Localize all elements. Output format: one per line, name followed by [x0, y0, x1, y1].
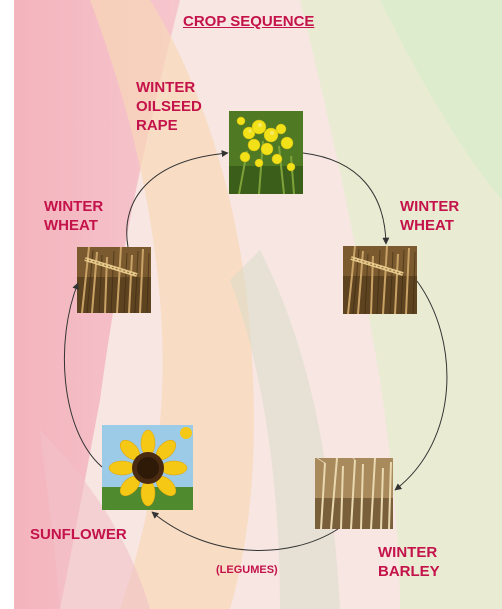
- winter-wheat-left-label: WINTER WHEAT: [44, 197, 103, 235]
- legumes-note: (LEGUMES): [216, 563, 278, 577]
- label-line: WINTER: [378, 543, 440, 562]
- winter-wheat-right-photo: [343, 246, 417, 314]
- winter-barley-label: WINTER BARLEY: [378, 543, 440, 581]
- label-line: WINTER: [136, 78, 202, 97]
- label-line: WHEAT: [400, 216, 459, 235]
- sunflower-label: SUNFLOWER: [30, 525, 127, 544]
- winter-wheat-right-label: WINTER WHEAT: [400, 197, 459, 235]
- label-line: SUNFLOWER: [30, 525, 127, 544]
- winter-barley-photo: [315, 458, 393, 529]
- oilseed-rape-image: [229, 111, 303, 194]
- wheat-image: [77, 247, 151, 313]
- barley-image: [315, 458, 393, 529]
- sunflower-image: [102, 425, 193, 510]
- label-line: WHEAT: [44, 216, 103, 235]
- label-line: WINTER: [400, 197, 459, 216]
- oilseed-rape-label: WINTER OILSEED RAPE: [136, 78, 202, 135]
- label-line: RAPE: [136, 116, 202, 135]
- label-line: WINTER: [44, 197, 103, 216]
- diagram-title: CROP SEQUENCE: [183, 13, 314, 30]
- oilseed-rape-photo: [229, 111, 303, 194]
- winter-wheat-left-photo: [77, 247, 151, 313]
- sunflower-photo: [102, 425, 193, 510]
- wheat-image: [343, 246, 417, 314]
- label-line: OILSEED: [136, 97, 202, 116]
- label-line: BARLEY: [378, 562, 440, 581]
